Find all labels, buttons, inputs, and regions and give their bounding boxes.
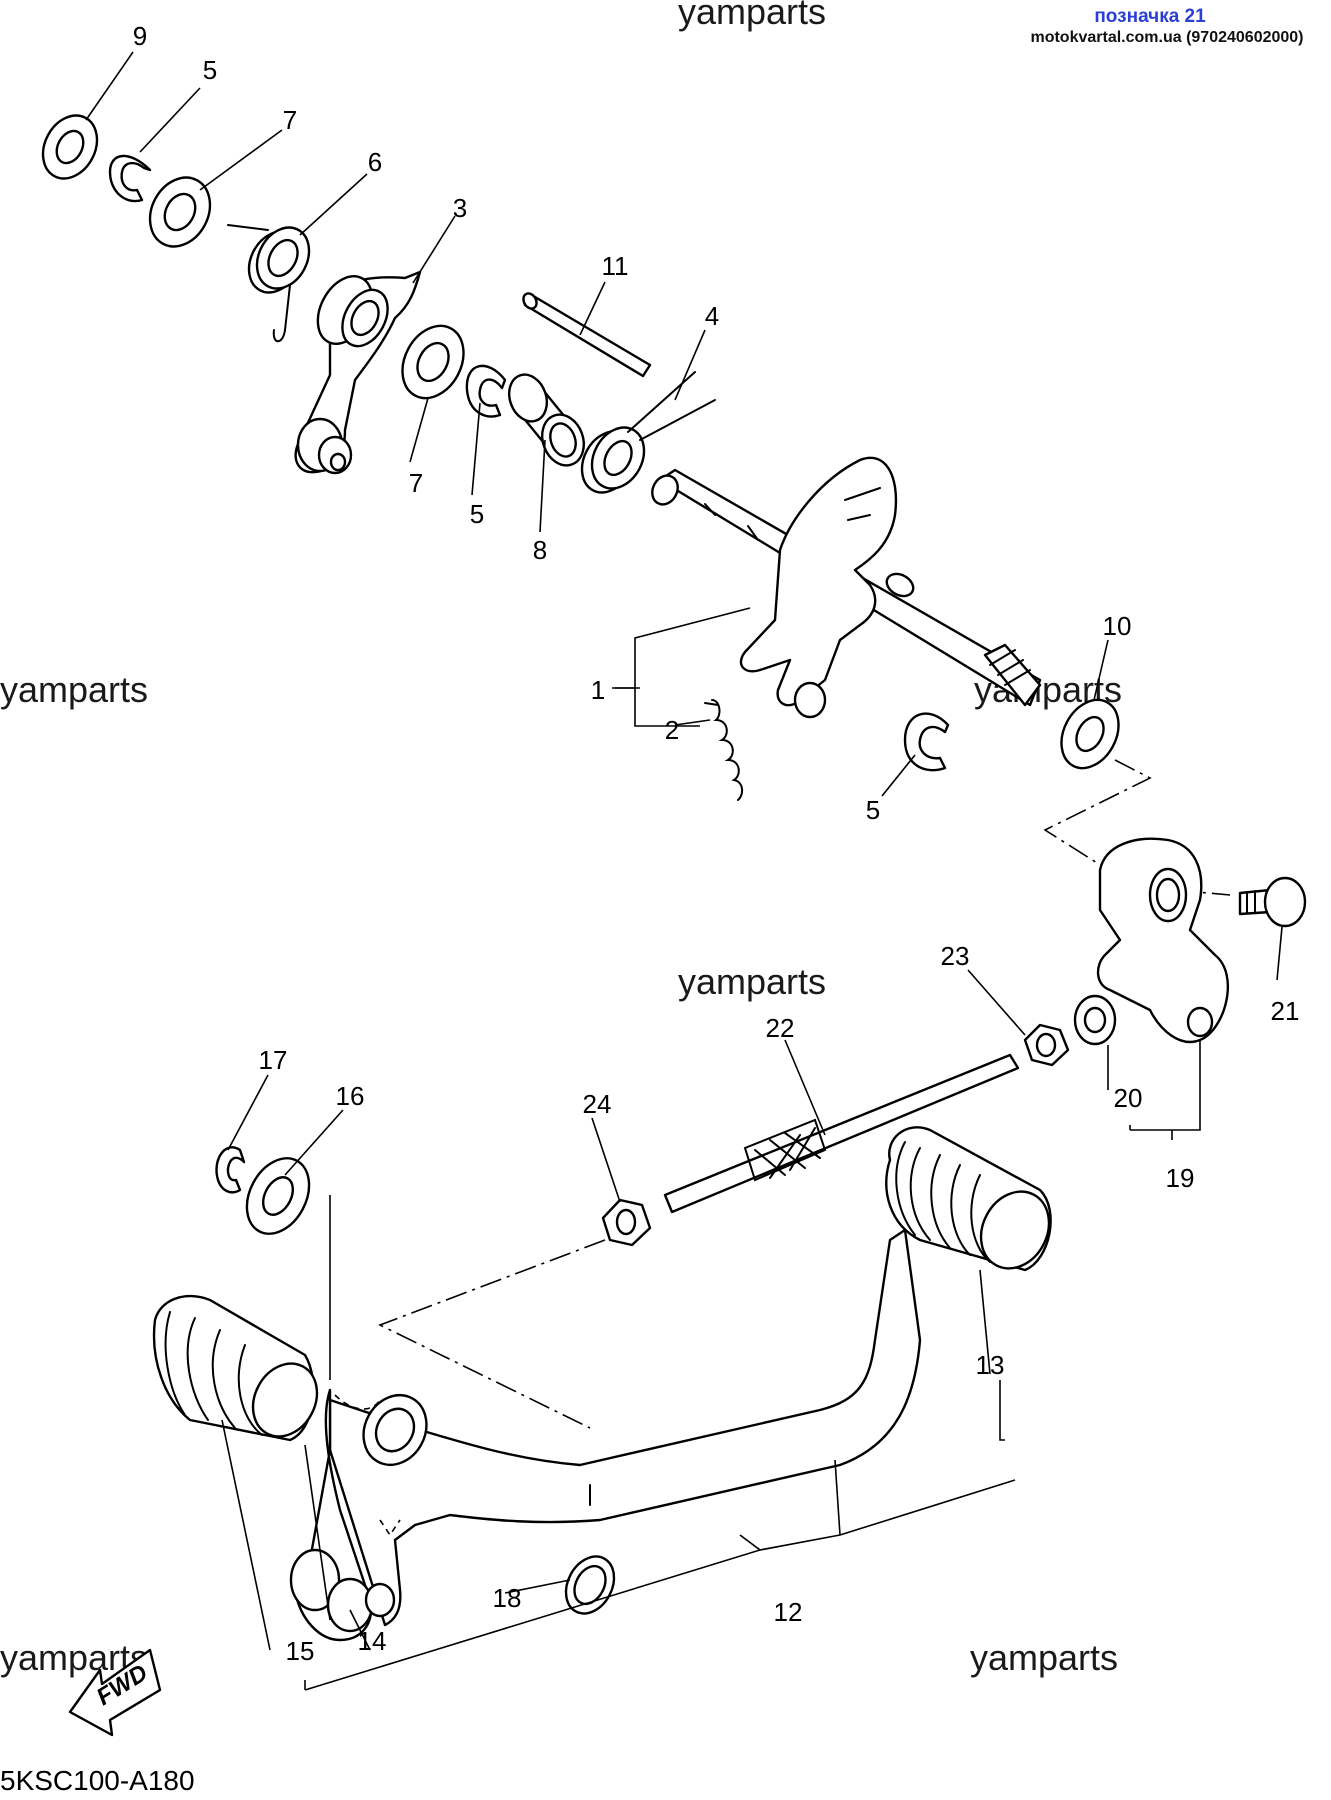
axis-line-shaft-to-arm bbox=[1043, 759, 1152, 869]
rubber-15 bbox=[152, 1294, 319, 1442]
spring-2 bbox=[704, 699, 744, 801]
return-spring-4 bbox=[580, 371, 716, 494]
pin-11 bbox=[522, 292, 652, 378]
ball-joint-20 bbox=[1073, 994, 1117, 1046]
watermark: yamparts bbox=[970, 1637, 1118, 1678]
callout-21: 21 bbox=[1271, 996, 1300, 1026]
watermark: yamparts bbox=[678, 0, 826, 32]
circlip-5-lower bbox=[903, 712, 950, 772]
callout-1: 1 bbox=[591, 675, 605, 705]
callout-19: 19 bbox=[1166, 1163, 1195, 1193]
shift-arm-19 bbox=[1096, 837, 1230, 1043]
callout-11: 11 bbox=[602, 251, 629, 281]
torsion-spring-6 bbox=[227, 224, 311, 343]
circlip-17 bbox=[215, 1146, 246, 1194]
callout-24: 24 bbox=[583, 1089, 612, 1119]
collar-8 bbox=[507, 373, 585, 467]
watermark: yamparts bbox=[0, 669, 148, 710]
circlip-5-top bbox=[108, 154, 152, 203]
watermark: yamparts bbox=[678, 961, 826, 1002]
callout-6: 6 bbox=[368, 147, 382, 177]
nut-24 bbox=[601, 1198, 652, 1247]
washer-7-top bbox=[148, 176, 212, 248]
washer-7-middle bbox=[401, 324, 465, 400]
callout-14: 14 bbox=[358, 1626, 387, 1656]
shift-shaft-1 bbox=[651, 456, 1042, 719]
callout-2: 2 bbox=[665, 715, 679, 745]
callout-10: 10 bbox=[1103, 611, 1132, 641]
callout-17: 17 bbox=[259, 1045, 288, 1075]
callout-7: 7 bbox=[409, 468, 423, 498]
callout-9: 9 bbox=[133, 21, 147, 51]
callout-4: 4 bbox=[705, 301, 719, 331]
shift-rod-22 bbox=[663, 1053, 1020, 1214]
circlip-5-middle bbox=[465, 364, 507, 418]
callout-13: 13 bbox=[976, 1350, 1005, 1380]
callout-23: 23 bbox=[941, 941, 970, 971]
callout-15: 15 bbox=[286, 1636, 315, 1666]
callout-7: 7 bbox=[283, 105, 297, 135]
washer-18 bbox=[564, 1555, 616, 1615]
shift-pedal-12 bbox=[289, 1228, 922, 1642]
callout-20: 20 bbox=[1114, 1083, 1143, 1113]
header-site: motokvartal.com.ua (970240602000) bbox=[1030, 29, 1303, 46]
shift-arm-3 bbox=[294, 270, 422, 475]
washer-9 bbox=[41, 114, 99, 180]
callout-3: 3 bbox=[453, 193, 467, 223]
nut-23 bbox=[1023, 1023, 1070, 1067]
axis-line-rod-to-pedal bbox=[377, 1239, 606, 1429]
callout-5: 5 bbox=[470, 499, 484, 529]
rubber-13 bbox=[885, 1126, 1052, 1272]
leader-lines bbox=[85, 51, 1283, 1691]
washer-16 bbox=[245, 1157, 311, 1235]
callout-8: 8 bbox=[533, 535, 547, 565]
diagram-code: 5KSC100-A180 bbox=[0, 1765, 195, 1796]
header-title: позначка 21 bbox=[1094, 6, 1206, 27]
washer-10 bbox=[1060, 698, 1120, 770]
callout-5: 5 bbox=[866, 795, 880, 825]
callout-12: 12 bbox=[774, 1597, 803, 1627]
callout-5: 5 bbox=[203, 55, 217, 85]
bolt-21 bbox=[1238, 876, 1307, 928]
callout-18: 18 bbox=[493, 1583, 522, 1613]
callout-16: 16 bbox=[336, 1081, 365, 1111]
callout-22: 22 bbox=[766, 1013, 795, 1043]
